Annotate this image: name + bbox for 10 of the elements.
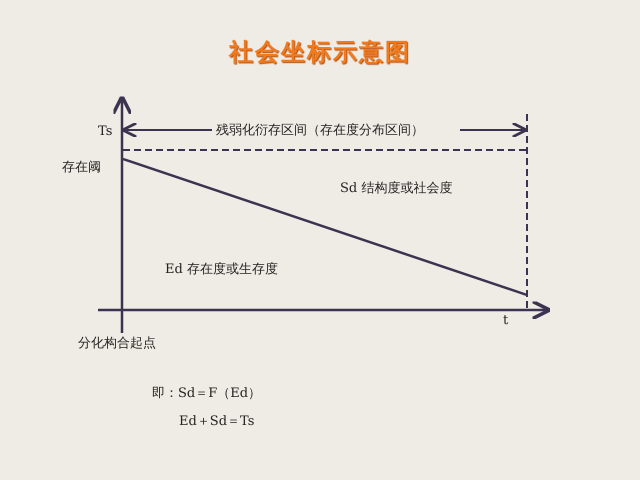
axis-label: 存在阈	[62, 160, 101, 176]
region-label: Sd 结构度或社会度	[340, 181, 452, 197]
region-label: Ed 存在度或生存度	[165, 262, 278, 278]
axis-label: 分化构合起点	[78, 336, 156, 352]
diagram-title: 社会坐标示意图	[229, 38, 411, 66]
formula-text: Ed＋Sd＝Ts	[179, 414, 254, 430]
axis-label: Ts	[98, 124, 112, 140]
dimension-label: 残弱化衍存区间（存在度分布区间）	[216, 123, 424, 139]
axis-label: t	[503, 313, 508, 329]
formula-text: 即：Sd＝F（Ed）	[152, 386, 262, 402]
